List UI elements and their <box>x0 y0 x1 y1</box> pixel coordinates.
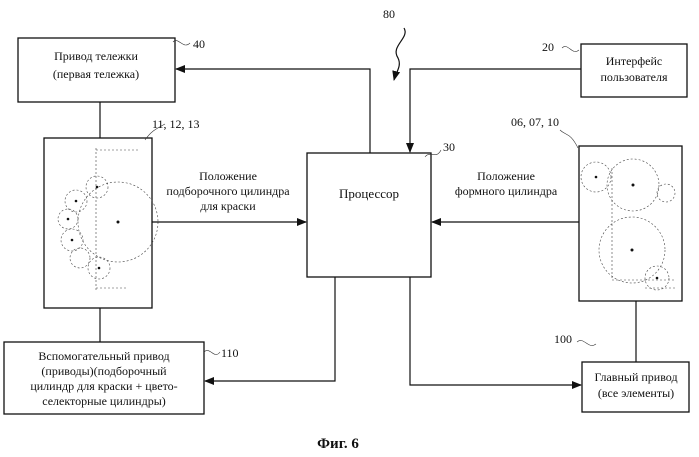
ref-110: 110 <box>221 346 239 360</box>
aux-drive-label-3: цилиндр для краски + цвето- <box>30 379 177 393</box>
ref-leader-110 <box>204 350 220 354</box>
carriage-drive-label-1: Привод тележки <box>54 49 138 63</box>
processor-label: Процессор <box>339 186 399 201</box>
aux-drive-label-4: селекторные цилиндры) <box>42 394 166 408</box>
user-interface-label-1: Интерфейс <box>606 54 663 68</box>
aux-drive-label-2: (приводы)(подборочный <box>41 364 167 378</box>
figure-caption: Фиг. 6 <box>317 436 359 452</box>
ref-leader-plate <box>560 130 578 148</box>
processor-to-main-arrow <box>410 277 581 385</box>
plate-position-label-1: Положение <box>477 169 535 183</box>
main-drive-label-2: (все элементы) <box>598 386 674 400</box>
ref-40: 40 <box>193 37 205 51</box>
ref-30: 30 <box>443 140 455 154</box>
ink-position-label-1: Положение <box>199 169 257 183</box>
ref-20: 20 <box>542 40 554 54</box>
ui-to-processor-arrow <box>410 69 581 152</box>
processor-box <box>307 153 431 277</box>
ref-leader-20 <box>562 46 579 51</box>
ref-leader-100 <box>577 340 596 345</box>
processor-to-carriage-arrow <box>176 69 370 153</box>
ref-plate-cylinders: 06, 07, 10 <box>511 115 559 129</box>
ref-80-arrow <box>394 28 405 80</box>
aux-drive-label-1: Вспомогательный привод <box>38 349 169 363</box>
user-interface-label-2: пользователя <box>601 70 668 84</box>
plate-cylinder-frame <box>579 146 682 301</box>
ref-ink-cylinders: 11, 12, 13 <box>152 117 200 131</box>
ink-cylinder-frame <box>44 138 152 308</box>
ink-position-label-3: для краски <box>200 199 256 213</box>
ref-80: 80 <box>383 7 395 21</box>
ref-100: 100 <box>554 332 572 346</box>
main-drive-label-1: Главный привод <box>594 370 677 384</box>
processor-to-aux-arrow <box>205 277 335 381</box>
carriage-drive-label-2: (первая тележка) <box>53 67 139 81</box>
ink-position-label-2: подборочного цилиндра <box>166 184 290 198</box>
plate-position-label-2: формного цилиндра <box>455 184 558 198</box>
